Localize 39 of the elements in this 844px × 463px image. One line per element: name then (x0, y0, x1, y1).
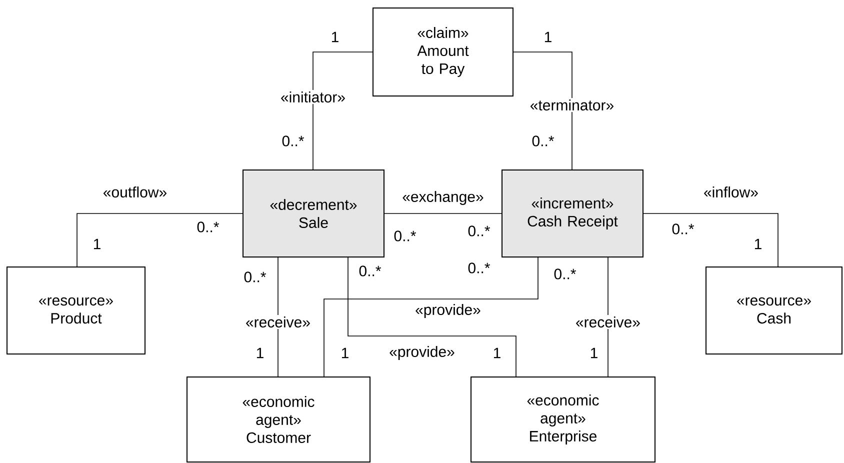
multiplicity-label: 0..* (359, 266, 382, 276)
multiplicity-label: 0..* (468, 262, 490, 274)
edge-label: «exchange» (400, 190, 486, 206)
multiplicity-label: 0..* (532, 136, 554, 146)
association-line (384, 213, 502, 214)
edge-label: «receive» (574, 314, 642, 329)
class-box: «decrement» Sale (242, 170, 384, 258)
edge-label: «terminator» (528, 98, 616, 112)
edge-label: «receive» (244, 314, 312, 329)
multiplicity-label: 1 (494, 348, 500, 358)
multiplicity-label: 1 (332, 32, 338, 42)
multiplicity-label: 0..* (282, 136, 304, 146)
edge-label: «inflow» (702, 185, 760, 199)
multiplicity-label: 1 (544, 32, 552, 42)
association-line (324, 257, 538, 377)
class-box: «economic agent» Enterprise (470, 376, 656, 462)
class-box: «economic agent» Customer (186, 376, 370, 462)
edge-label: «initiator» (278, 90, 348, 104)
multiplicity-label: 1 (342, 348, 348, 358)
multiplicity-label: 0..* (672, 224, 694, 234)
class-box: «resource» Cash (706, 266, 842, 354)
multiplicity-label: 0..* (468, 226, 490, 236)
association-line (312, 52, 373, 170)
class-box: «claim» Amount to Pay (372, 8, 514, 96)
association-line (643, 213, 778, 267)
multiplicity-label: 0..* (244, 272, 266, 282)
multiplicity-label: 0..* (197, 222, 220, 232)
association-line (76, 213, 243, 267)
edge-label: «outflow» (101, 185, 169, 199)
multiplicity-label: 1 (754, 238, 762, 250)
multiplicity-label: 1 (256, 348, 264, 358)
multiplicity-label: 1 (590, 348, 598, 358)
multiplicity-label: 1 (94, 238, 100, 250)
class-box: «resource» Product (6, 266, 146, 354)
association-line (348, 257, 516, 377)
edge-label: «provide» (388, 344, 456, 362)
association-line (513, 52, 572, 170)
class-box: «increment» Cash Receipt (502, 170, 644, 258)
edge-label: «provide» (414, 302, 482, 320)
